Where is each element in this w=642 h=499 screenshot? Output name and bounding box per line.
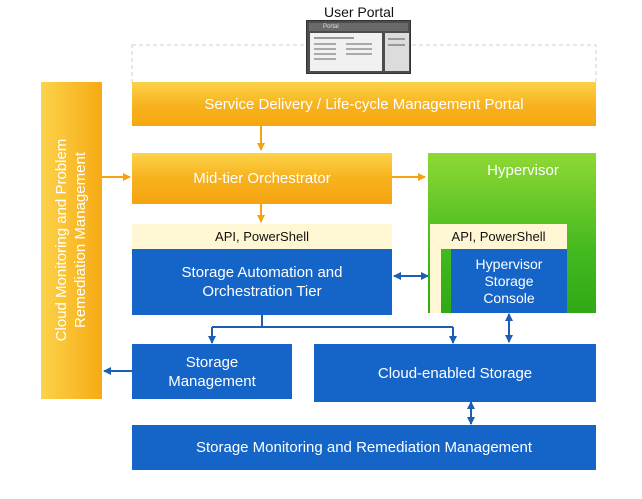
cloud-monitoring-label: Cloud Monitoring and Problem Remediation…	[53, 138, 89, 342]
cloud-monitoring-bar: Cloud Monitoring and Problem Remediation…	[41, 82, 102, 399]
hypervisor-api-label: API, PowerShell	[430, 224, 567, 249]
hypervisor-cream-strip	[430, 249, 441, 313]
storage-monitoring-remediation: Storage Monitoring and Remediation Manag…	[132, 425, 596, 470]
storage-tier-api-label: API, PowerShell	[132, 224, 392, 249]
mid-tier-orchestrator: Mid-tier Orchestrator	[132, 153, 392, 204]
service-delivery-portal: Service Delivery / Life-cycle Management…	[132, 82, 596, 126]
user-portal-thumbnail: Portal	[306, 20, 411, 74]
thumbnail-header: Portal	[309, 23, 408, 31]
thumbnail-content	[310, 33, 382, 71]
hypervisor-title: Hypervisor	[487, 161, 559, 179]
storage-automation-tier: Storage Automation and Orchestration Tie…	[132, 249, 392, 315]
hypervisor-storage-console: Hypervisor Storage Console	[451, 249, 567, 313]
cloud-enabled-storage: Cloud-enabled Storage	[314, 344, 596, 402]
user-portal-title: User Portal	[323, 4, 395, 20]
storage-management: Storage Management	[132, 344, 292, 399]
thumbnail-sidebar	[385, 33, 409, 71]
